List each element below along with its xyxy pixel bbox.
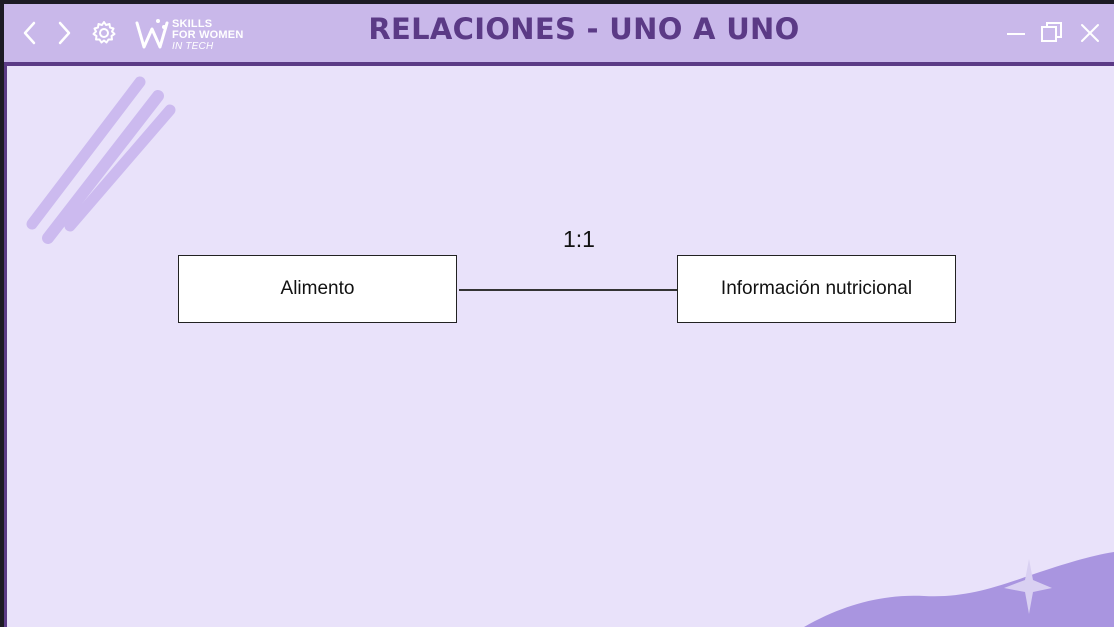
restore-button[interactable] bbox=[1036, 16, 1068, 50]
title-bar: SKILLS FOR WOMEN IN TECH RELACIONES - UN… bbox=[4, 4, 1114, 66]
forward-button[interactable] bbox=[48, 16, 80, 50]
logo-line-1: SKILLS bbox=[172, 18, 213, 30]
minimize-icon bbox=[1007, 33, 1025, 35]
back-button[interactable] bbox=[14, 16, 46, 50]
app-window: SKILLS FOR WOMEN IN TECH RELACIONES - UN… bbox=[4, 4, 1114, 627]
chevron-right-icon bbox=[58, 21, 71, 45]
restore-icon bbox=[1041, 22, 1062, 42]
entity-informacion-nutricional: Información nutricional bbox=[677, 255, 956, 323]
settings-button[interactable] bbox=[88, 16, 120, 50]
decorative-wave bbox=[804, 552, 1114, 627]
decorative-brush-strokes bbox=[26, 76, 176, 244]
relationship-line bbox=[459, 289, 678, 291]
close-icon bbox=[1081, 24, 1099, 42]
logo-line-2: FOR WOMEN bbox=[172, 29, 244, 41]
chevron-left-icon bbox=[23, 21, 36, 45]
left-border bbox=[4, 66, 7, 627]
page-title: RELACIONES - UNO A UNO bbox=[368, 12, 800, 46]
gear-icon bbox=[92, 21, 116, 44]
skills-for-women-logo: SKILLS FOR WOMEN IN TECH bbox=[134, 13, 254, 53]
entity-alimento: Alimento bbox=[178, 255, 457, 323]
sparkle-icon bbox=[1004, 559, 1052, 614]
logo-line-3: IN TECH bbox=[172, 41, 214, 52]
minimize-button[interactable] bbox=[1000, 16, 1032, 50]
cardinality-label: 1:1 bbox=[563, 226, 595, 252]
logo-mark-icon bbox=[135, 19, 169, 49]
close-button[interactable] bbox=[1074, 16, 1106, 50]
